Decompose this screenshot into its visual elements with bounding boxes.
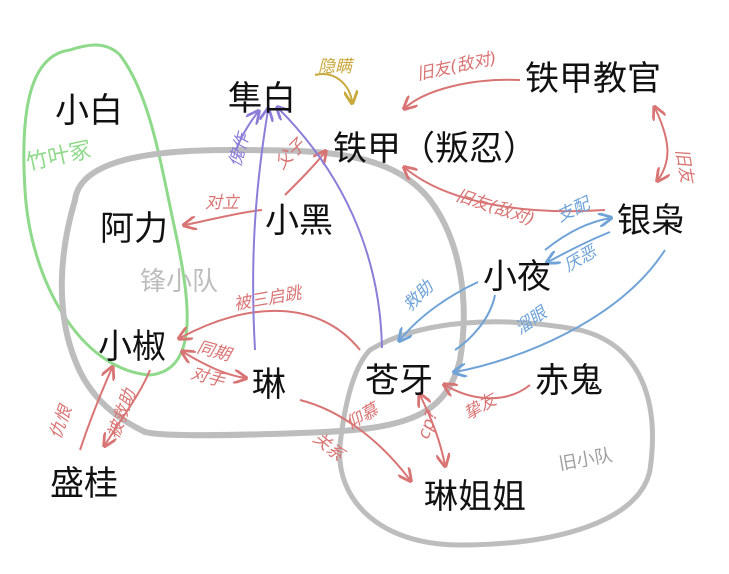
- node-sunbai: 隼白: [228, 79, 296, 119]
- edge-label-jiuzhi-didui-top: 旧友(敌对): [415, 48, 499, 84]
- edge-label-duishou: 对手: [189, 364, 228, 392]
- group-outline-jiuxiaodui: [337, 319, 655, 548]
- edge-yinxiao-tiejia: [405, 168, 606, 213]
- group-outlines: [22, 43, 655, 548]
- edge-label-zhuqu: 支配: [554, 193, 596, 227]
- edge-cangya-sunbai: [278, 108, 383, 349]
- node-linjiejie: 琳姐姐: [424, 477, 526, 517]
- edge-label-jiuzhi-didui-mid: 旧友(敌对): [453, 186, 536, 230]
- node-chigui: 赤鬼: [535, 361, 603, 401]
- edge-cangya-xiaojiao: [180, 309, 361, 351]
- edge-cangya-xiaoye: [400, 281, 479, 340]
- node-ali: 阿力: [100, 209, 168, 249]
- node-yinxiao: 银枭: [617, 201, 685, 241]
- node-cangya: 苍牙: [365, 361, 433, 401]
- edge-tiejia-jiaoguan: [405, 78, 521, 108]
- node-xiaobai: 小白: [55, 91, 123, 131]
- group-label-zhuyezhong: 竹叶冢: [24, 138, 94, 176]
- edge-label-duizhi: 对立: [205, 193, 241, 213]
- group-outline-zhuyezhong: [22, 43, 189, 377]
- node-xiaohei: 小黑: [265, 201, 333, 241]
- node-tiejia-jiaoguan: 铁甲教官: [525, 59, 661, 99]
- group-labels: 竹叶冢 锋小队 旧小队: [24, 138, 614, 475]
- node-xiaoye: 小夜: [483, 257, 551, 297]
- edge-chigui-cangya: [445, 385, 531, 400]
- edge-yinxiao-cangya: [455, 249, 666, 372]
- edge-xiaoye-yinxiao-a: [544, 218, 610, 251]
- node-lin: 琳: [252, 365, 286, 405]
- edge-xiaohei-sunbai: [235, 112, 258, 151]
- group-label-zhuxiaodui: 锋小队: [140, 267, 218, 297]
- edge-lin-linjiejie: [299, 399, 410, 480]
- edge-label-yinman: 隐瞒: [318, 57, 355, 77]
- edge-label-hunfang: 溜眼: [511, 302, 552, 339]
- edges: [79, 73, 667, 480]
- nodes: 小白 隼白 铁甲教官 铁甲（叛忍） 阿力 小黑 银枭 小夜 小椒 琳 苍牙 赤鬼…: [50, 59, 685, 517]
- node-tiejia: 铁甲（叛忍）: [333, 129, 537, 169]
- edge-label-bei-jiuzhi: 被救助: [104, 385, 141, 442]
- edge-xiaohei-tiejia: [284, 152, 325, 196]
- group-label-jiuxiaodui: 旧小队: [557, 445, 614, 475]
- edge-labels: 隐瞒 旧友(敌对) 旧友 旧友(敌对) 对立 父子 傀作 被三启跳 同期 对手 …: [46, 48, 697, 466]
- edge-label-qianshi: 仇恨: [46, 401, 77, 442]
- edge-xiaojiao-lin: [183, 352, 245, 378]
- edge-shenggui-xiaojiao-b: [105, 369, 151, 445]
- edge-xiaoye-cangya: [454, 294, 496, 351]
- group-outline-zhuxiaodui-left: [58, 197, 148, 435]
- node-shenggui: 盛桂: [50, 464, 118, 504]
- edge-lin-sunbai: [252, 110, 268, 351]
- edge-jiaoguan-yinxiao: [655, 108, 667, 180]
- edge-label-jiuzhi-right: 旧友: [671, 147, 697, 186]
- edge-label-fuzi: 父子: [271, 135, 310, 174]
- edge-cangya-linjiejie: [420, 395, 445, 465]
- group-outline-zhuxiaodui: [72, 146, 467, 439]
- edge-label-kuizuo: 傀作: [226, 128, 255, 169]
- edge-label-yanwu: 厌恶: [561, 241, 602, 276]
- edge-yinman: [314, 73, 352, 102]
- node-xiaojiao: 小椒: [98, 327, 166, 367]
- edge-shenggui-xiaojiao-a: [79, 368, 112, 451]
- edge-xiaoye-yinxiao-b: [548, 231, 611, 262]
